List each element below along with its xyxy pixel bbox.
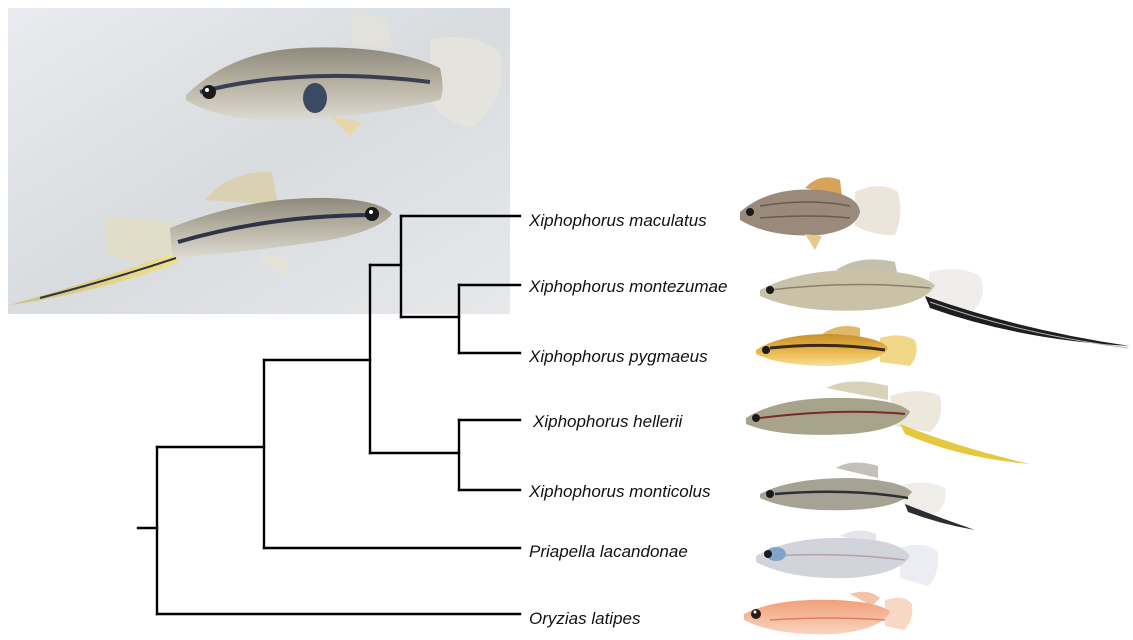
fish-latipes-image <box>744 592 912 634</box>
label-oryzias-latipes: Oryzias latipes <box>529 609 641 628</box>
label-xiphophorus-montezumae: Xiphophorus montezumae <box>528 277 727 296</box>
label-xiphophorus-monticolus: Xiphophorus monticolus <box>528 482 711 501</box>
label-xiphophorus-maculatus: Xiphophorus maculatus <box>528 211 707 230</box>
fish-pygmaeus-image <box>756 326 917 366</box>
fish-hellerii-image <box>746 381 1030 464</box>
fish-lacandonae-image <box>756 530 938 586</box>
fish-maculatus-image <box>740 177 900 250</box>
taxon-labels: Xiphophorus maculatus Xiphophorus montez… <box>528 211 727 628</box>
label-xiphophorus-hellerii: Xiphophorus hellerii <box>532 412 684 431</box>
label-xiphophorus-pygmaeus: Xiphophorus pygmaeus <box>528 347 708 366</box>
fish-monticolus-image <box>760 462 975 530</box>
label-priapella-lacandonae: Priapella lacandonae <box>529 542 688 561</box>
swordtail-photo <box>8 8 510 314</box>
